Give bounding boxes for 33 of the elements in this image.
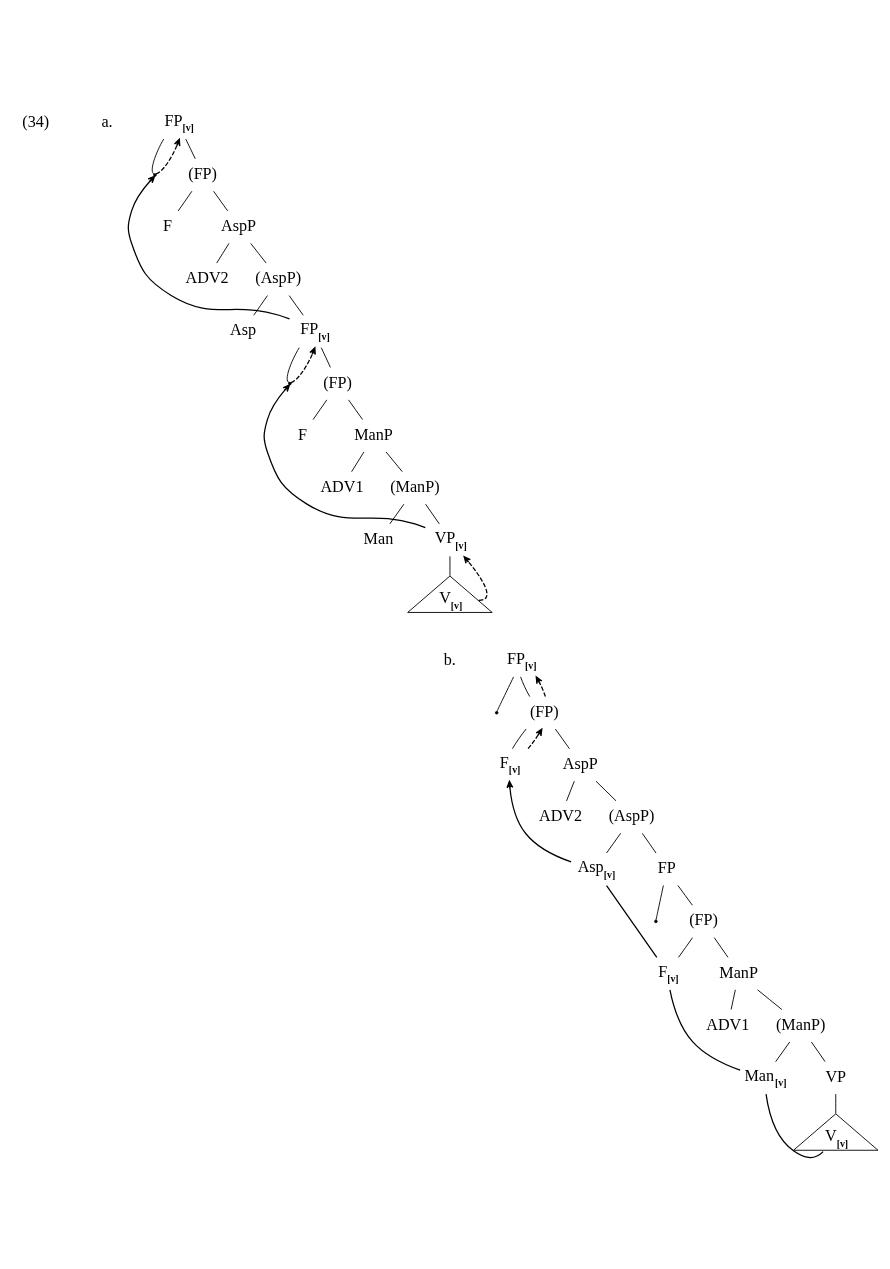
node-text: ADV2: [185, 269, 229, 287]
node-text: (AspP): [255, 269, 302, 287]
node-text: VP: [825, 1067, 847, 1085]
node-text: ManP: [354, 425, 393, 443]
node-text: Asp$_{[v]}$: [577, 858, 616, 880]
node-text: ManP: [719, 963, 758, 981]
node-text: F: [297, 425, 307, 443]
node-text: AspP: [221, 217, 257, 235]
node-text: (FP): [188, 164, 218, 182]
node-text: FP$_{[v]}$: [300, 320, 330, 342]
label: b.: [443, 650, 456, 668]
node-text: ADV1: [706, 1015, 750, 1033]
node-text: ADV1: [320, 477, 364, 495]
node-text: FP$_{[v]}$: [164, 111, 194, 134]
node-text: ADV2: [538, 807, 583, 825]
node-text: (ManP): [775, 1015, 826, 1033]
node-text: Man$_{[v]}$: [744, 1066, 787, 1089]
label: a.: [101, 112, 113, 130]
label: (34): [22, 112, 50, 130]
node-text: FP$_{[v]}$: [507, 649, 537, 672]
node-text: F: [163, 217, 173, 235]
node-text: F$_{[v]}$: [499, 753, 521, 776]
node-text: (ManP): [390, 477, 440, 495]
node-text: (FP): [323, 373, 352, 391]
node-text: VP$_{[v]}$: [434, 529, 467, 551]
node-text: FP: [657, 859, 676, 877]
node-text: Man: [363, 530, 394, 548]
node-text: F$_{[v]}$: [658, 962, 679, 985]
node-text: AspP: [562, 754, 598, 772]
node-text: (AspP): [608, 807, 655, 825]
node-text: (FP): [529, 702, 559, 720]
node-text: Asp: [230, 321, 257, 339]
node-text: (FP): [689, 911, 718, 929]
